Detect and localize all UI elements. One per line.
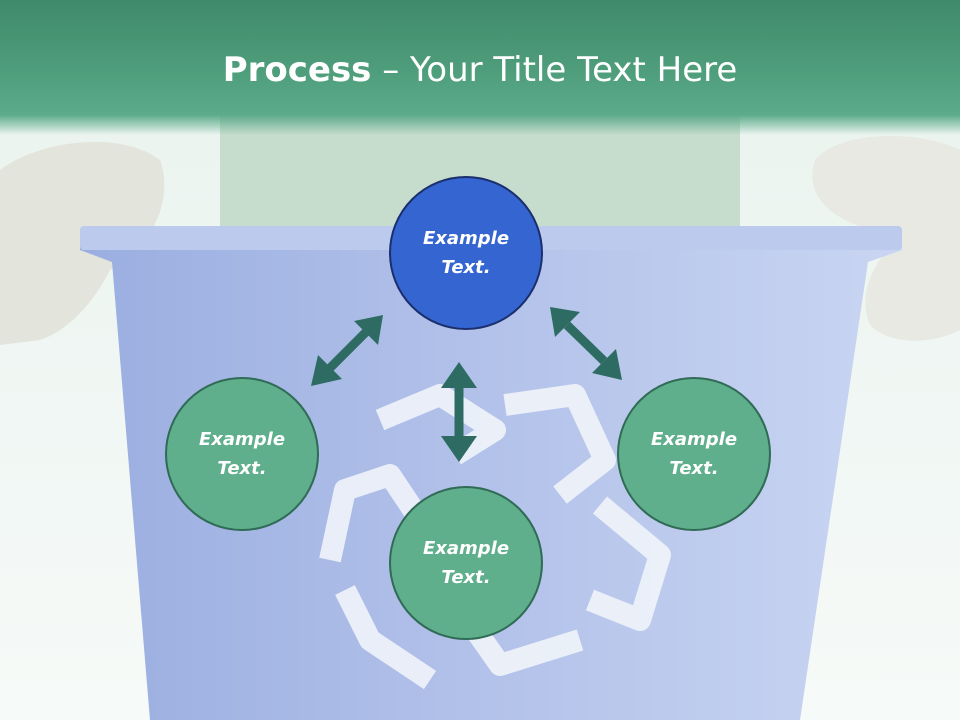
right-hand bbox=[812, 136, 960, 341]
arrow-head-vert-lower bbox=[441, 436, 477, 462]
node-left[interactable]: Example Text. bbox=[165, 377, 319, 531]
node-top-line1: Example bbox=[422, 228, 510, 249]
node-right-line2: Text. bbox=[669, 458, 719, 479]
node-right-line1: Example bbox=[650, 429, 738, 450]
arrow-head-vert-upper bbox=[441, 362, 477, 388]
node-bottom[interactable]: Example Text. bbox=[389, 486, 543, 640]
node-top-line2: Text. bbox=[441, 257, 491, 278]
recycle-symbol bbox=[319, 384, 671, 690]
node-bottom-line2: Text. bbox=[441, 567, 491, 588]
node-left-line2: Text. bbox=[217, 458, 267, 479]
arrow-top-left bbox=[326, 328, 370, 372]
title-bar bbox=[0, 0, 960, 135]
node-left-line1: Example bbox=[198, 429, 286, 450]
title-strong: Process bbox=[222, 50, 372, 90]
recycling-bin bbox=[80, 230, 902, 720]
arrow-head-right-upper bbox=[550, 307, 580, 337]
page-title: Process – Your Title Text Here bbox=[0, 50, 960, 90]
arrow-top-right bbox=[563, 321, 608, 365]
node-top[interactable]: Example Text. bbox=[389, 176, 543, 330]
arrow-head-left-upper bbox=[354, 315, 383, 345]
arrow-head-right-lower bbox=[592, 349, 622, 380]
arrow-head-left-lower bbox=[311, 355, 342, 386]
node-right[interactable]: Example Text. bbox=[617, 377, 771, 531]
node-bottom-line1: Example bbox=[422, 538, 510, 559]
title-rest: – Your Title Text Here bbox=[371, 50, 738, 90]
